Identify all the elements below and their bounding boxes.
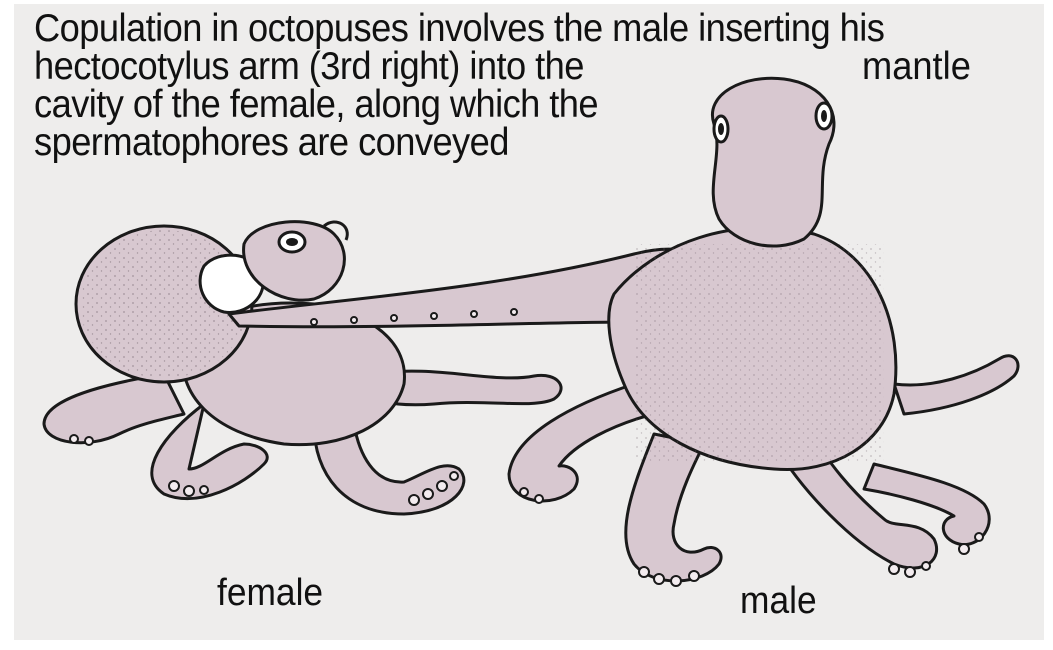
male-arm-far-right — [894, 356, 1018, 414]
caption-line-3: cavity of the female, along which the — [34, 86, 884, 124]
mantle-label: mantle — [862, 48, 971, 86]
female-arm-left — [44, 374, 184, 443]
female-label: female — [217, 572, 323, 615]
caption-line-1: Copulation in octopuses involves the mal… — [34, 10, 884, 48]
diagram-panel: Copulation in octopuses involves the mal… — [14, 4, 1044, 640]
caption-line-2: hectocotylus arm (3rd right) into the — [34, 48, 884, 86]
male-label: male — [740, 580, 817, 623]
female-octopus — [44, 222, 561, 514]
caption-line-4: spermatophores are conveyed — [34, 124, 884, 162]
caption: Copulation in octopuses involves the mal… — [34, 10, 884, 162]
